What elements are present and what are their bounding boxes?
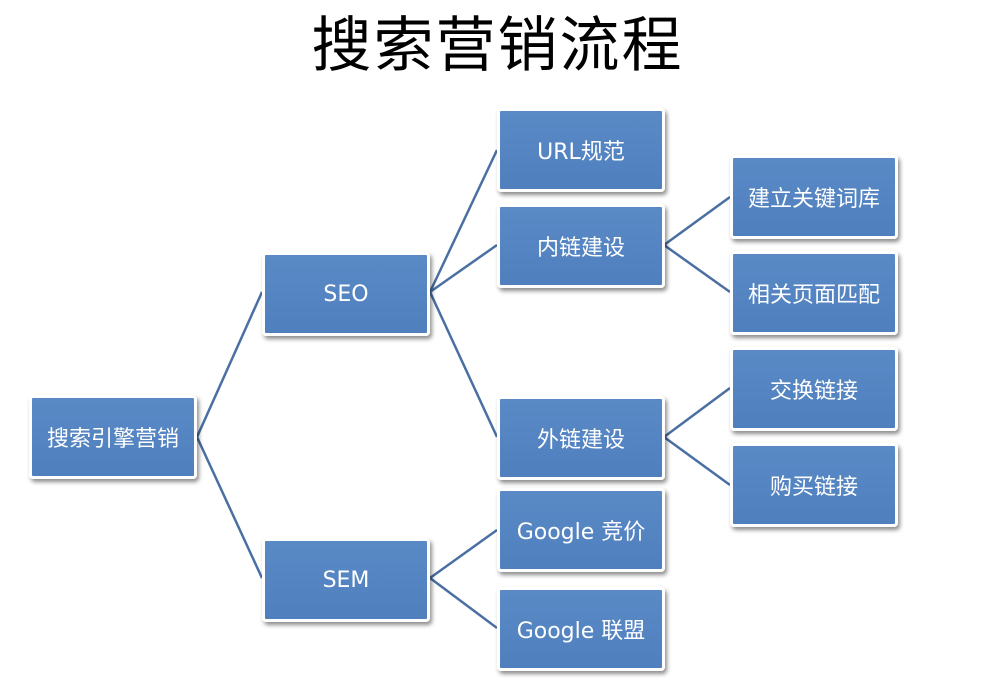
node-label: 建立关键词库 — [747, 187, 880, 212]
node-internal-links[interactable]: 内链建设 — [497, 204, 665, 288]
node-keyword-library[interactable]: 建立关键词库 — [730, 155, 898, 239]
node-label: 外链建设 — [536, 428, 625, 453]
node-link-exchange[interactable]: 交换链接 — [730, 347, 898, 431]
node-label: 交换链接 — [769, 379, 858, 404]
diagram-title: 搜索营销流程 — [311, 11, 684, 81]
connector-internal-matching — [663, 243, 731, 294]
connector-root-seo — [195, 291, 264, 438]
node-external-links[interactable]: 外链建设 — [497, 396, 665, 480]
node-sem[interactable]: SEM — [262, 538, 430, 622]
node-label: Google 联盟 — [516, 619, 646, 644]
connector-seo-external — [428, 291, 499, 438]
connector-external-buy — [663, 435, 731, 487]
node-seo[interactable]: SEO — [262, 252, 430, 336]
connector-root-sem — [195, 436, 264, 579]
node-label: URL规范 — [537, 140, 625, 165]
node-buy-links[interactable]: 购买链接 — [730, 443, 898, 527]
node-url-normalization[interactable]: URL规范 — [497, 108, 665, 192]
connector-sem-alliance — [429, 576, 498, 630]
node-label: 内链建设 — [536, 236, 625, 261]
node-label: SEM — [322, 567, 370, 593]
connector-seo-url — [428, 149, 499, 293]
connector-external-exchange — [663, 386, 731, 439]
connector-seo-internal — [429, 243, 498, 294]
node-label: Google 竞价 — [516, 520, 646, 545]
node-label: 购买链接 — [769, 475, 858, 500]
node-search-engine-marketing[interactable]: 搜索引擎营销 — [29, 395, 197, 479]
connector-sem-bidding — [429, 528, 498, 580]
node-label: 相关页面匹配 — [747, 283, 880, 308]
node-page-matching[interactable]: 相关页面匹配 — [730, 251, 898, 335]
node-label: 搜索引擎营销 — [46, 427, 179, 452]
connector-internal-keyword — [663, 195, 731, 247]
node-google-bidding[interactable]: Google 竞价 — [497, 488, 665, 572]
node-google-alliance[interactable]: Google 联盟 — [497, 587, 665, 671]
node-label: SEO — [323, 281, 369, 307]
